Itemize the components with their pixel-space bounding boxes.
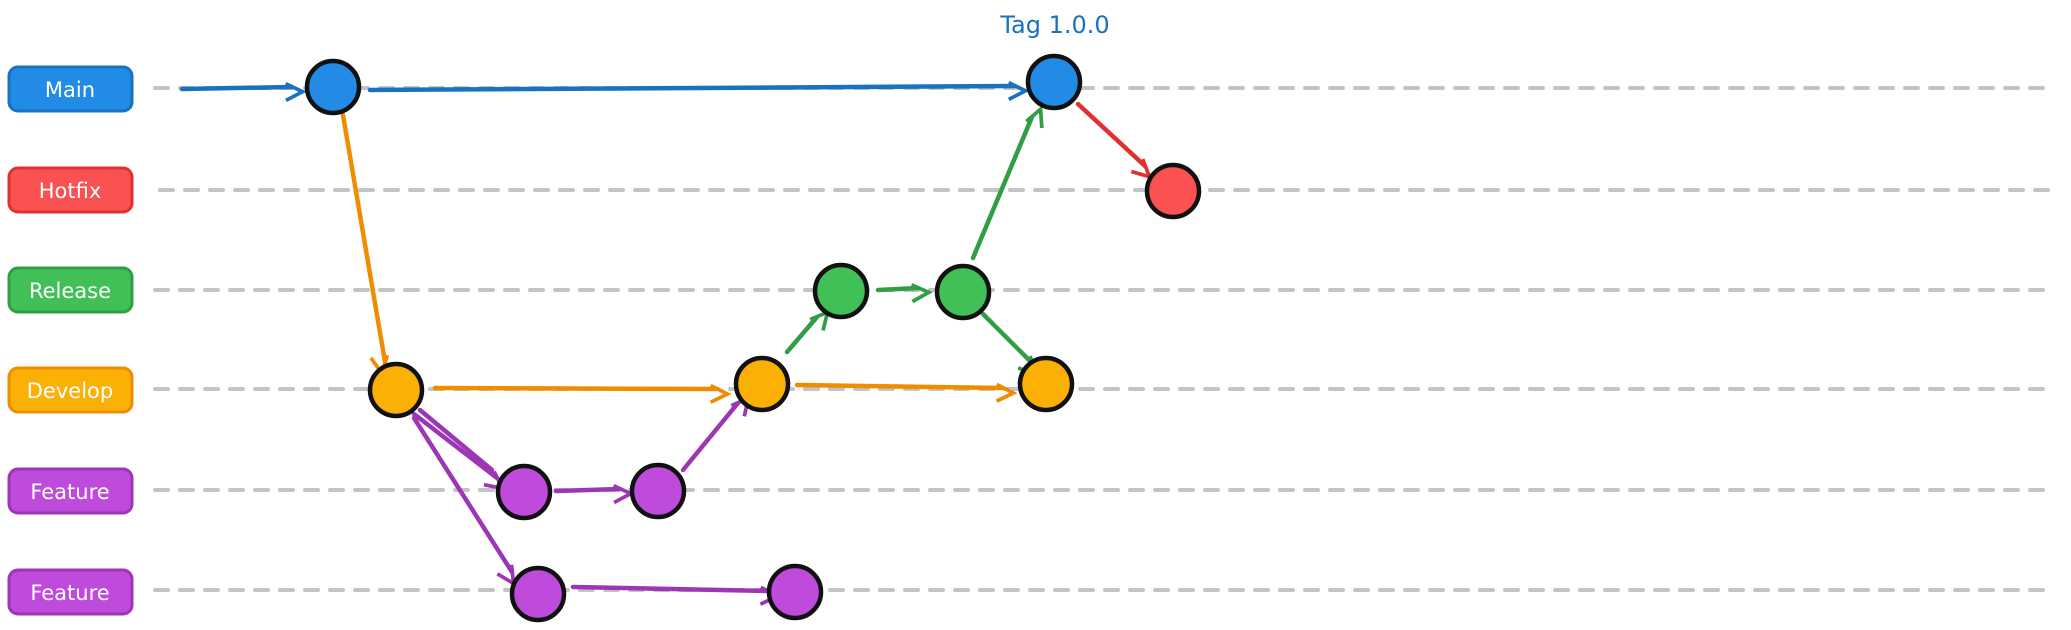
lane-label-develop-box [7, 366, 134, 414]
commits [304, 53, 1202, 623]
commit-develop-3 [1017, 355, 1075, 413]
lane-label-feature-2: Feature [7, 568, 134, 616]
arrow-feature-2 [570, 584, 782, 606]
lane-label-feature-2-text: Feature [30, 581, 109, 605]
commit-main-tag [1025, 53, 1083, 111]
arrow-release-to-develop [980, 311, 1039, 377]
commit-feature-1-1 [495, 463, 553, 521]
lane-label-develop: Develop [7, 366, 134, 414]
lane-lines [153, 86, 2057, 592]
commit-release-1 [812, 262, 870, 320]
arrow-develop-1 [432, 383, 732, 404]
arrow-main-to-tag [367, 80, 1030, 101]
commit-release-2 [934, 263, 992, 321]
lane-label-develop-text: Develop [27, 379, 113, 403]
lane-label-main-box [7, 65, 134, 113]
commit-feature-2-1 [509, 565, 567, 623]
arrow-release [875, 283, 933, 304]
arrows [179, 80, 1153, 606]
arrow-feature-1 [553, 484, 635, 505]
arrow-develop-2 [794, 382, 1018, 403]
arrow-main-to-develop [340, 112, 390, 378]
lane-label-feature-1: Feature [7, 467, 134, 515]
lane-label-main: Main [7, 65, 134, 113]
arrow-develop-to-feature-1b [417, 407, 495, 473]
arrow-main-start [179, 81, 307, 103]
commit-hotfix-1 [1144, 162, 1202, 220]
lane-label-main-text: Main [45, 78, 95, 102]
lane-label-hotfix-text: Hotfix [39, 179, 102, 203]
arrow-main-to-hotfix [1075, 101, 1153, 180]
arrow-develop-to-release [784, 309, 831, 355]
lane-labels: Main Hotfix Release Develop Feature Feat… [7, 65, 134, 616]
commit-main-1 [304, 58, 362, 116]
commit-feature-1-2 [629, 462, 687, 520]
commit-develop-1 [367, 361, 425, 419]
commit-feature-2-2 [766, 563, 824, 621]
lane-label-release-text: Release [29, 279, 111, 303]
lane-label-release: Release [7, 266, 134, 314]
commit-develop-2 [733, 355, 791, 413]
arrow-develop-to-feature-2 [411, 415, 516, 587]
tag-label: Tag 1.0.0 [999, 11, 1109, 39]
arrow-release-to-main [970, 105, 1044, 261]
lane-label-release-box [7, 266, 134, 314]
lane-label-feature-2-box [7, 568, 134, 616]
lane-label-feature-1-box [7, 467, 134, 515]
arrow-feature-1-to-develop [680, 394, 752, 473]
lane-label-feature-1-text: Feature [30, 480, 109, 504]
lane-label-hotfix-box [7, 166, 134, 214]
arrow-develop-to-feature-1 [411, 411, 506, 491]
lane-label-hotfix: Hotfix [7, 166, 134, 214]
